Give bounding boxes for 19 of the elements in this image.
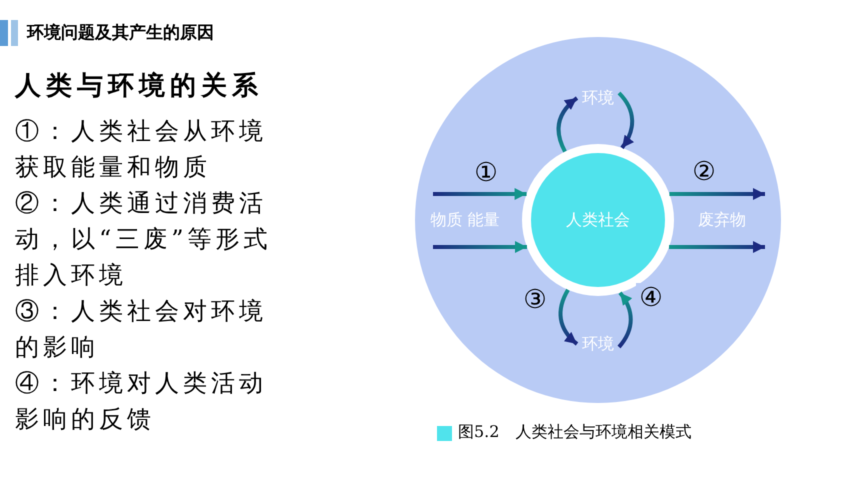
arrow (433, 188, 527, 200)
explanation-text: ①：人类社会从环境获取能量和物质 (15, 116, 268, 183)
input-label: 物质 能量 (429, 208, 501, 230)
arrow (433, 241, 527, 253)
arrow (618, 92, 634, 150)
section-heading: 人类与环境的关系 (15, 70, 264, 103)
explanation-text: ③：人类社会对环境的影响 (15, 296, 268, 363)
arrow (558, 288, 578, 346)
arrow (556, 96, 578, 152)
explanation-text: ②：人类通过消费活动，以“三废”等形式排入环境 (15, 188, 273, 291)
environment-label: 环境 (578, 87, 618, 109)
output-label: 废弃物 (697, 208, 747, 230)
environment-label: 环境 (578, 333, 618, 355)
figure-caption: 图5.2 人类社会与环境相关模式 (458, 422, 692, 443)
arrow (669, 241, 765, 253)
arrow (617, 292, 633, 348)
explanation-text: ④：环境对人类活动影响的反馈 (15, 368, 268, 435)
slide-title: 环境问题及其产生的原因 (27, 22, 214, 44)
arrow (669, 188, 765, 200)
